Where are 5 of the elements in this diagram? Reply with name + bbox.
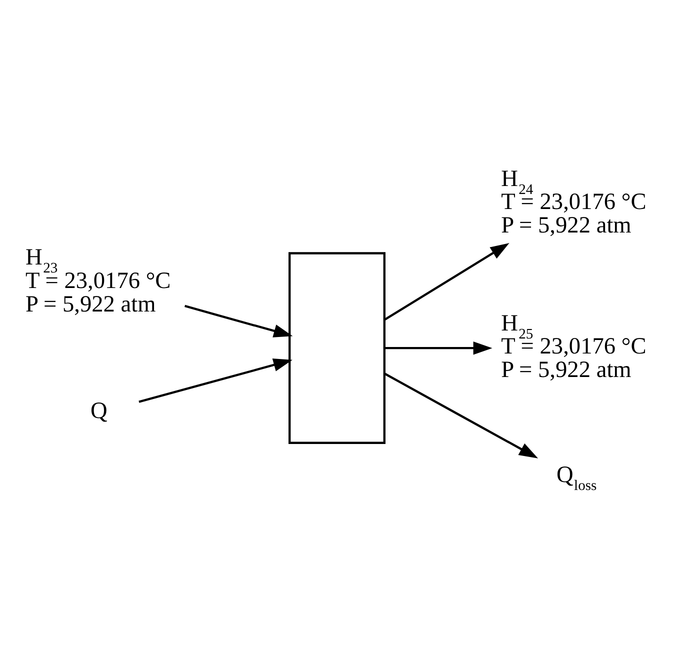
node-text: H$_{25}$ T = 23,0176 °C P = 5,922 atm: [501, 310, 646, 382]
node-text: H$_{24}$ T = 23,0176 °C P = 5,922 atm: [501, 165, 646, 238]
node-text: H$_{23}$ T = 23,0176 °C P = 5,922 atm: [26, 244, 171, 317]
node-text: Q: [90, 397, 108, 424]
node-text: Q$_{loss}$: [556, 461, 597, 494]
